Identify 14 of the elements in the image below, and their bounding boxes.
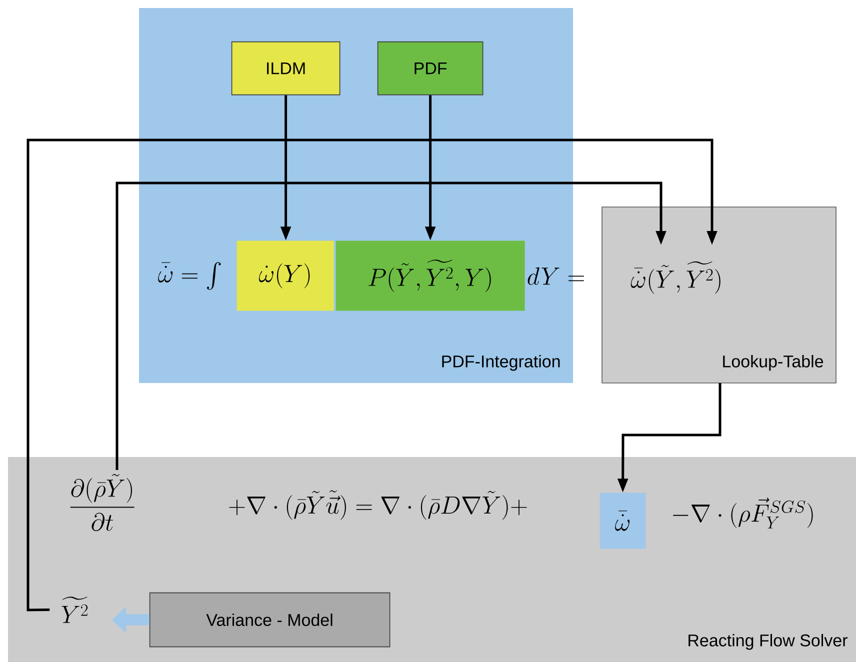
equation-term: $-\nabla\cdot(\rho\vec{F}^{SGS}_{Y})$ <box>673 498 813 528</box>
highlighted-term: $\dot{\omega}(Y)$ <box>236 240 334 311</box>
arrow <box>26 138 718 612</box>
process-box: PDF <box>377 41 484 96</box>
process-box: ILDM <box>231 41 340 96</box>
formula: $\bar{\dot{\omega}}(\tilde{Y},\widetilde{Y^2})$ <box>630 261 720 294</box>
equation-term: $\bar{\dot{\omega}}=\int$ <box>158 262 221 290</box>
formula: $\frac{\partial(\bar{\rho}\tilde{Y})}{\partial t}$ <box>70 474 134 532</box>
equation-term: $+\nabla\cdot(\bar{\rho}\tilde{Y}\tilde{\vec{u}})=\nabla\cdot(\bar{\rho}D\nabla\tilde{Y})+$ <box>229 490 527 520</box>
arrow <box>116 182 666 470</box>
highlighted-term: $P(\tilde{Y},\widetilde{Y^2},Y)$ <box>336 240 525 311</box>
model-box: Variance - Model <box>149 592 390 648</box>
formula: $\widetilde{Y^2}$ <box>62 596 88 623</box>
highlighted-term: $\bar{\dot{\omega}}$ <box>600 492 646 549</box>
